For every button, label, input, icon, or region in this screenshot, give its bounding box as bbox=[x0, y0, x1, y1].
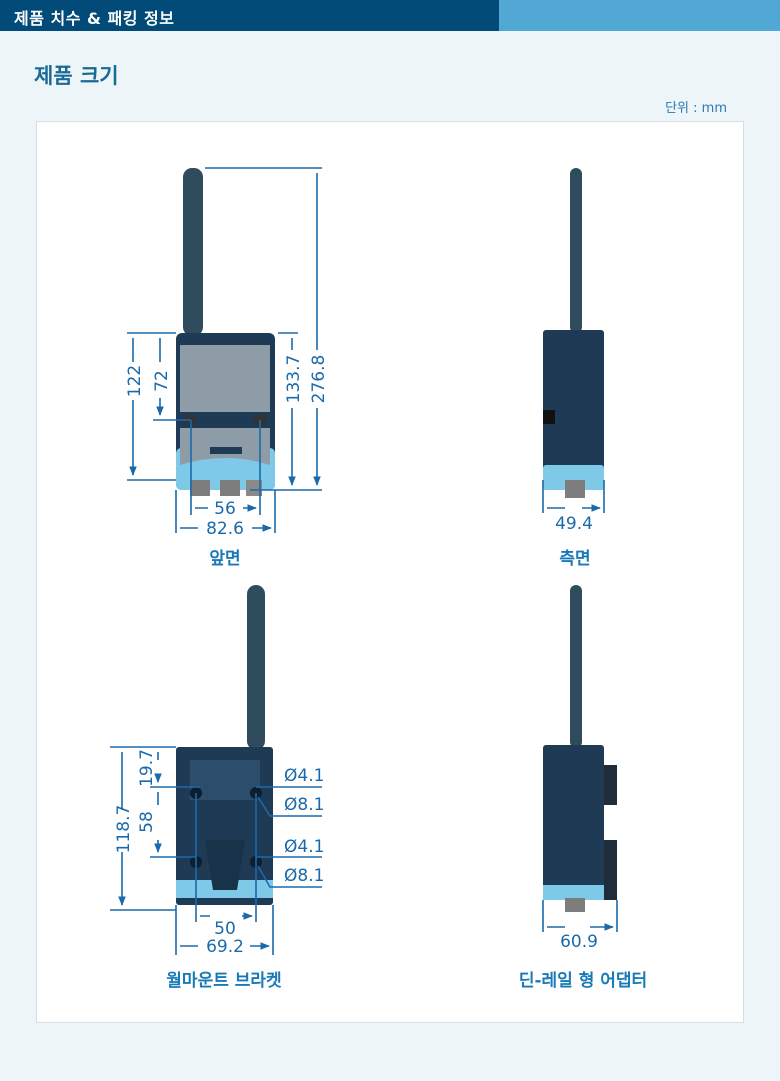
caption-din-rail: 딘-레일 형 어댑터 bbox=[519, 970, 647, 991]
dim-50: 50 bbox=[214, 919, 236, 939]
dim-60-9: 60.9 bbox=[560, 932, 598, 952]
dim-276-8: 276.8 bbox=[309, 355, 329, 404]
header-title: 제품 치수 & 패킹 정보 bbox=[14, 9, 175, 28]
hole-dia-4: Ø8.1 bbox=[284, 866, 324, 886]
dim-82-6: 82.6 bbox=[206, 519, 244, 539]
front-view: 122 72 133.7 276.8 56 82.6 앞면 bbox=[125, 167, 329, 569]
header-bar bbox=[0, 0, 499, 31]
dim-118-7: 118.7 bbox=[114, 805, 134, 854]
section-title: 제품 크기 bbox=[34, 64, 119, 88]
hole-dia-2: Ø8.1 bbox=[284, 795, 324, 815]
dim-133-7: 133.7 bbox=[284, 355, 304, 404]
hole-dia-3: Ø4.1 bbox=[284, 837, 324, 857]
dim-58: 58 bbox=[137, 811, 157, 833]
antenna bbox=[183, 168, 203, 336]
unit-label: 단위 : mm bbox=[665, 101, 727, 116]
dim-19-7: 19.7 bbox=[137, 749, 157, 787]
dim-49-4: 49.4 bbox=[555, 514, 593, 534]
caption-wall-mount: 월마운트 브라켓 bbox=[166, 971, 282, 991]
caption-side: 측면 bbox=[559, 549, 590, 569]
dim-72: 72 bbox=[152, 370, 172, 392]
dim-122: 122 bbox=[125, 365, 145, 397]
side-view: 49.4 측면 bbox=[542, 168, 604, 569]
header-accent bbox=[499, 0, 780, 31]
caption-front: 앞면 bbox=[209, 549, 240, 569]
din-rail-view: 60.9 딘-레일 형 어댑터 bbox=[519, 585, 647, 991]
wall-mount-view: 118.7 19.7 58 Ø4.1 Ø8.1 Ø4.1 Ø8.1 50 69.… bbox=[110, 585, 324, 991]
dim-56: 56 bbox=[214, 499, 236, 519]
dim-69-2: 69.2 bbox=[206, 937, 244, 957]
dimension-card bbox=[36, 121, 744, 1023]
hole-dia-1: Ø4.1 bbox=[284, 766, 324, 786]
